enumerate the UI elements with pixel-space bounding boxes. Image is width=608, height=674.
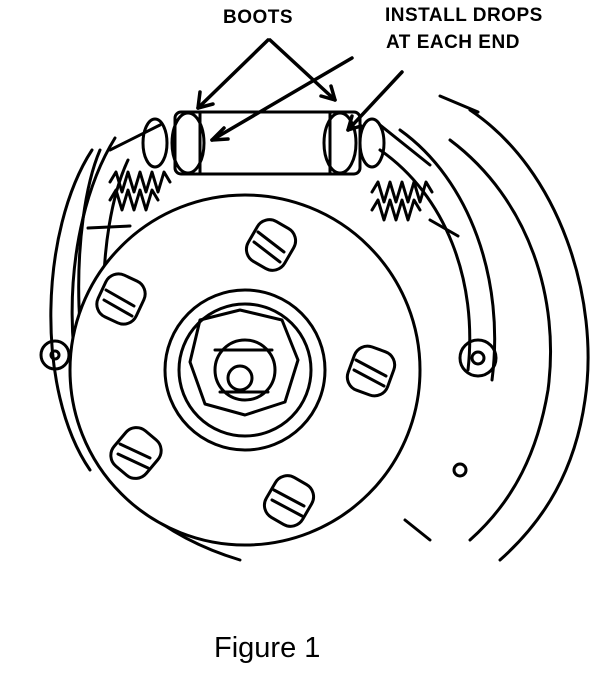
- right-boot: [322, 111, 358, 175]
- install-drops-label-line2: AT EACH END: [386, 32, 520, 53]
- hub-flange: [68, 193, 422, 547]
- boots-arrow-left: [196, 38, 270, 110]
- return-springs: [86, 170, 460, 238]
- stud-lower-left: [109, 426, 163, 480]
- drops-arrow-left: [210, 56, 354, 142]
- figure-caption: Figure 1: [214, 632, 321, 664]
- boots-label: BOOTS: [223, 7, 294, 28]
- stud-upper-left: [95, 272, 147, 326]
- hold-down-pins: [39, 338, 498, 478]
- leader-arrows: [196, 38, 404, 142]
- left-boot: [170, 111, 206, 175]
- stud-top: [244, 218, 298, 272]
- wheel-studs: [95, 218, 397, 528]
- stud-right: [345, 344, 397, 398]
- stud-bottom: [262, 474, 316, 528]
- install-drops-label-line1: INSTALL DROPS: [385, 5, 543, 26]
- boots-arrow-right: [268, 38, 337, 102]
- drops-arrow-right: [346, 70, 404, 132]
- wheel-cylinder: [108, 110, 432, 176]
